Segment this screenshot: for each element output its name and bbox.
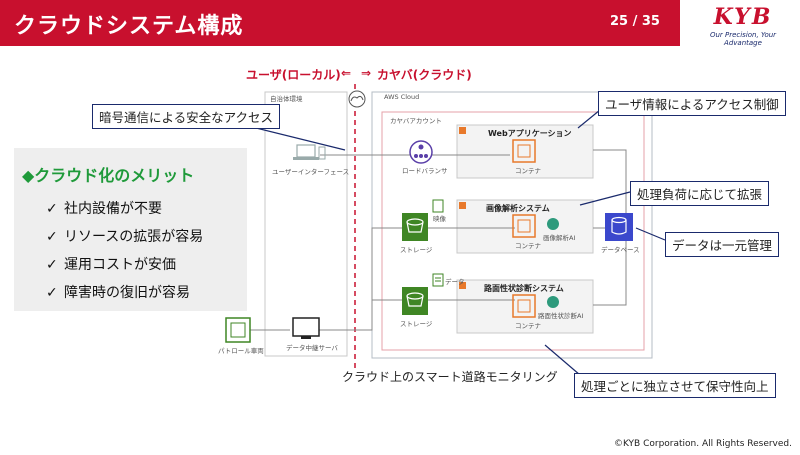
web-app-aws-mark [459,127,466,134]
load-balancer-icon [409,140,433,164]
merit-item: ✓ リソースの拡張が容易 [46,226,203,246]
data-file-label: データ [445,278,465,286]
image-ai-icon [547,218,559,230]
road-container-icon [512,294,536,318]
laptop-icon [293,144,326,160]
relay-to-storage1-line [306,227,403,331]
merit-item: ✓ 社内設備が不要 [46,198,162,218]
patrol-car-icon [225,317,251,343]
image-container-label: コンテナ [515,242,541,250]
storage-icon-1 [402,213,428,241]
web-app-box [456,124,594,179]
database-icon [605,213,633,241]
patrol-car-label: パトロール車両 [218,347,264,355]
lb-label: ロードバランサ [402,167,448,175]
web-container-label: コンテナ [515,167,541,175]
callout-central-data: データは一元管理 [665,232,780,257]
local-env-label: 自治体環境 [270,95,303,103]
road-system-title: 路面性状診断システム [484,284,564,293]
merit-text: 運用コストが安価 [64,257,176,273]
image-ai-label: 画像解析AI [543,234,576,242]
road-system-box [456,279,594,334]
diagram-caption: クラウド上のスマート道路モニタリング [342,370,558,384]
storage-label-2: ストレージ [400,320,433,328]
local-side-label: ユーザ(ローカル) [246,68,341,82]
callout-scaling: 処理負荷に応じて拡張 [630,181,770,206]
data-file-icon [432,273,444,287]
merit-text: リソースの拡張が容易 [64,229,204,245]
video-label: 映像 [433,215,446,223]
server-monitor-icon [292,317,320,339]
image-system-box [456,199,594,254]
check-icon: ✓ [46,285,58,301]
header: クラウドシステム構成 25 / 35 KYB Our Precision, Yo… [0,0,800,48]
kyb-logo: KYB Our Precision, Your Advantage [690,4,796,47]
road-container-label: コンテナ [515,322,541,330]
video-file-icon [432,199,444,213]
cloud-icon [348,90,366,108]
web-container-icon [512,139,536,163]
merit-text: 社内設備が不要 [64,201,162,217]
ui-label: ユーザーインターフェース [272,168,350,176]
road-aws-mark [459,282,466,289]
scaling-pointer [579,191,631,206]
database-label: データベース [601,246,640,254]
image-container-icon [512,214,536,238]
access-pointer [577,109,601,129]
header-bar [0,0,680,46]
road-ai-icon [547,296,559,308]
maint-pointer [544,344,581,376]
merit-item: ✓ 運用コストが安価 [46,254,176,274]
right-arrow-icon: ⇒ [361,66,372,80]
account-label: カヤバアカウント [390,117,442,125]
web-app-title: Webアプリケーション [488,129,572,138]
data-pointer [635,227,666,241]
merit-item: ✓ 障害時の復旧が容易 [46,282,190,302]
callout-access-control: ユーザ情報によるアクセス制御 [598,91,786,116]
merits-title: ◆クラウド化のメリット [22,166,195,185]
aws-cloud-label: AWS Cloud [384,93,420,101]
page-number: 25 / 35 [610,14,660,29]
left-arrow-icon: ⇐ [341,66,352,80]
image-aws-mark [459,202,466,209]
callout-encryption: 暗号通信による安全なアクセス [92,104,281,129]
check-icon: ✓ [46,257,58,273]
storage-icon-2 [402,287,428,315]
slide-title: クラウドシステム構成 [14,14,244,39]
check-icon: ✓ [46,229,58,245]
road-ai-label: 路面性状診断AI [538,312,584,320]
road-to-db-line [593,240,627,306]
merits-panel: ◆クラウド化のメリット ✓ 社内設備が不要 ✓ リソースの拡張が容易 ✓ 運用コストが… [14,148,247,311]
cloud-side-label: カヤバ(クラウド) [377,68,472,82]
local-env-box [264,91,348,357]
relay-server-label: データ中継サーバ [286,344,338,352]
check-icon: ✓ [46,201,58,217]
callout-maintainability: 処理ごとに独立させて保守性向上 [574,373,776,398]
web-to-db-line [593,149,627,228]
storage-label-1: ストレージ [400,246,433,254]
copyright: ©KYB Corporation. All Rights Reserved. [613,439,792,449]
logo-wordmark: KYB [713,4,773,30]
merit-text: 障害時の復旧が容易 [64,285,190,301]
logo-tagline: Our Precision, Your Advantage [709,31,777,47]
image-system-title: 画像解析システム [486,204,550,213]
